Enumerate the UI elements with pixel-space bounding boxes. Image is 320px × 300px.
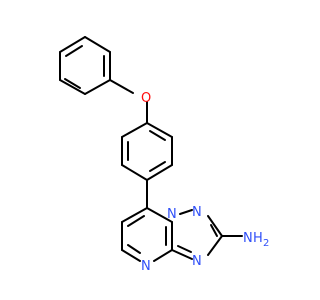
amine-nitrogen-label: N [243,231,253,246]
amine-hydrogen-label: H [253,231,263,246]
bond [59,79,86,95]
nitrogen-atom-label-triazole-bottom: N [192,254,202,269]
ether-linkage [109,79,148,124]
nitrogen-atom-label-pyrimidine: N [141,259,151,274]
triazole-ring [171,209,223,260]
bond [84,36,111,53]
bond [146,207,173,223]
bond [179,209,193,215]
bond [146,164,173,181]
double-bond-inner [177,245,192,253]
bond [207,215,223,237]
bond [146,122,173,138]
double-bond-inner [65,45,83,57]
phenyl-ring [59,36,111,95]
double-bond-inner [64,78,81,89]
bond [153,249,173,262]
molecule-structure-diagram: O N N N N N H 2 [59,36,269,274]
double-bond-inner [127,215,145,227]
nitrogen-atom-label-bridge: N [167,207,177,222]
bond [207,235,223,256]
bond [59,36,86,53]
double-bond-inner [127,244,141,254]
bond [84,79,111,95]
bond [121,249,141,262]
bond [121,164,148,181]
bond [121,207,148,223]
atom-labels: O N N N N N H 2 [141,91,269,274]
double-bond-inner [210,224,218,237]
amine-group-label: N H 2 [243,231,269,249]
oxygen-atom-label: O [141,91,151,106]
phenylene-ring [121,122,173,181]
double-bond-inner [149,130,166,141]
nitrogen-atom-label-triazole-top: N [192,205,202,220]
bond [109,79,134,94]
bond [171,249,193,260]
double-bond-inner [149,161,166,172]
bond [121,122,148,138]
pyrimidine-ring [121,207,173,262]
amine-subscript-label: 2 [263,238,269,249]
